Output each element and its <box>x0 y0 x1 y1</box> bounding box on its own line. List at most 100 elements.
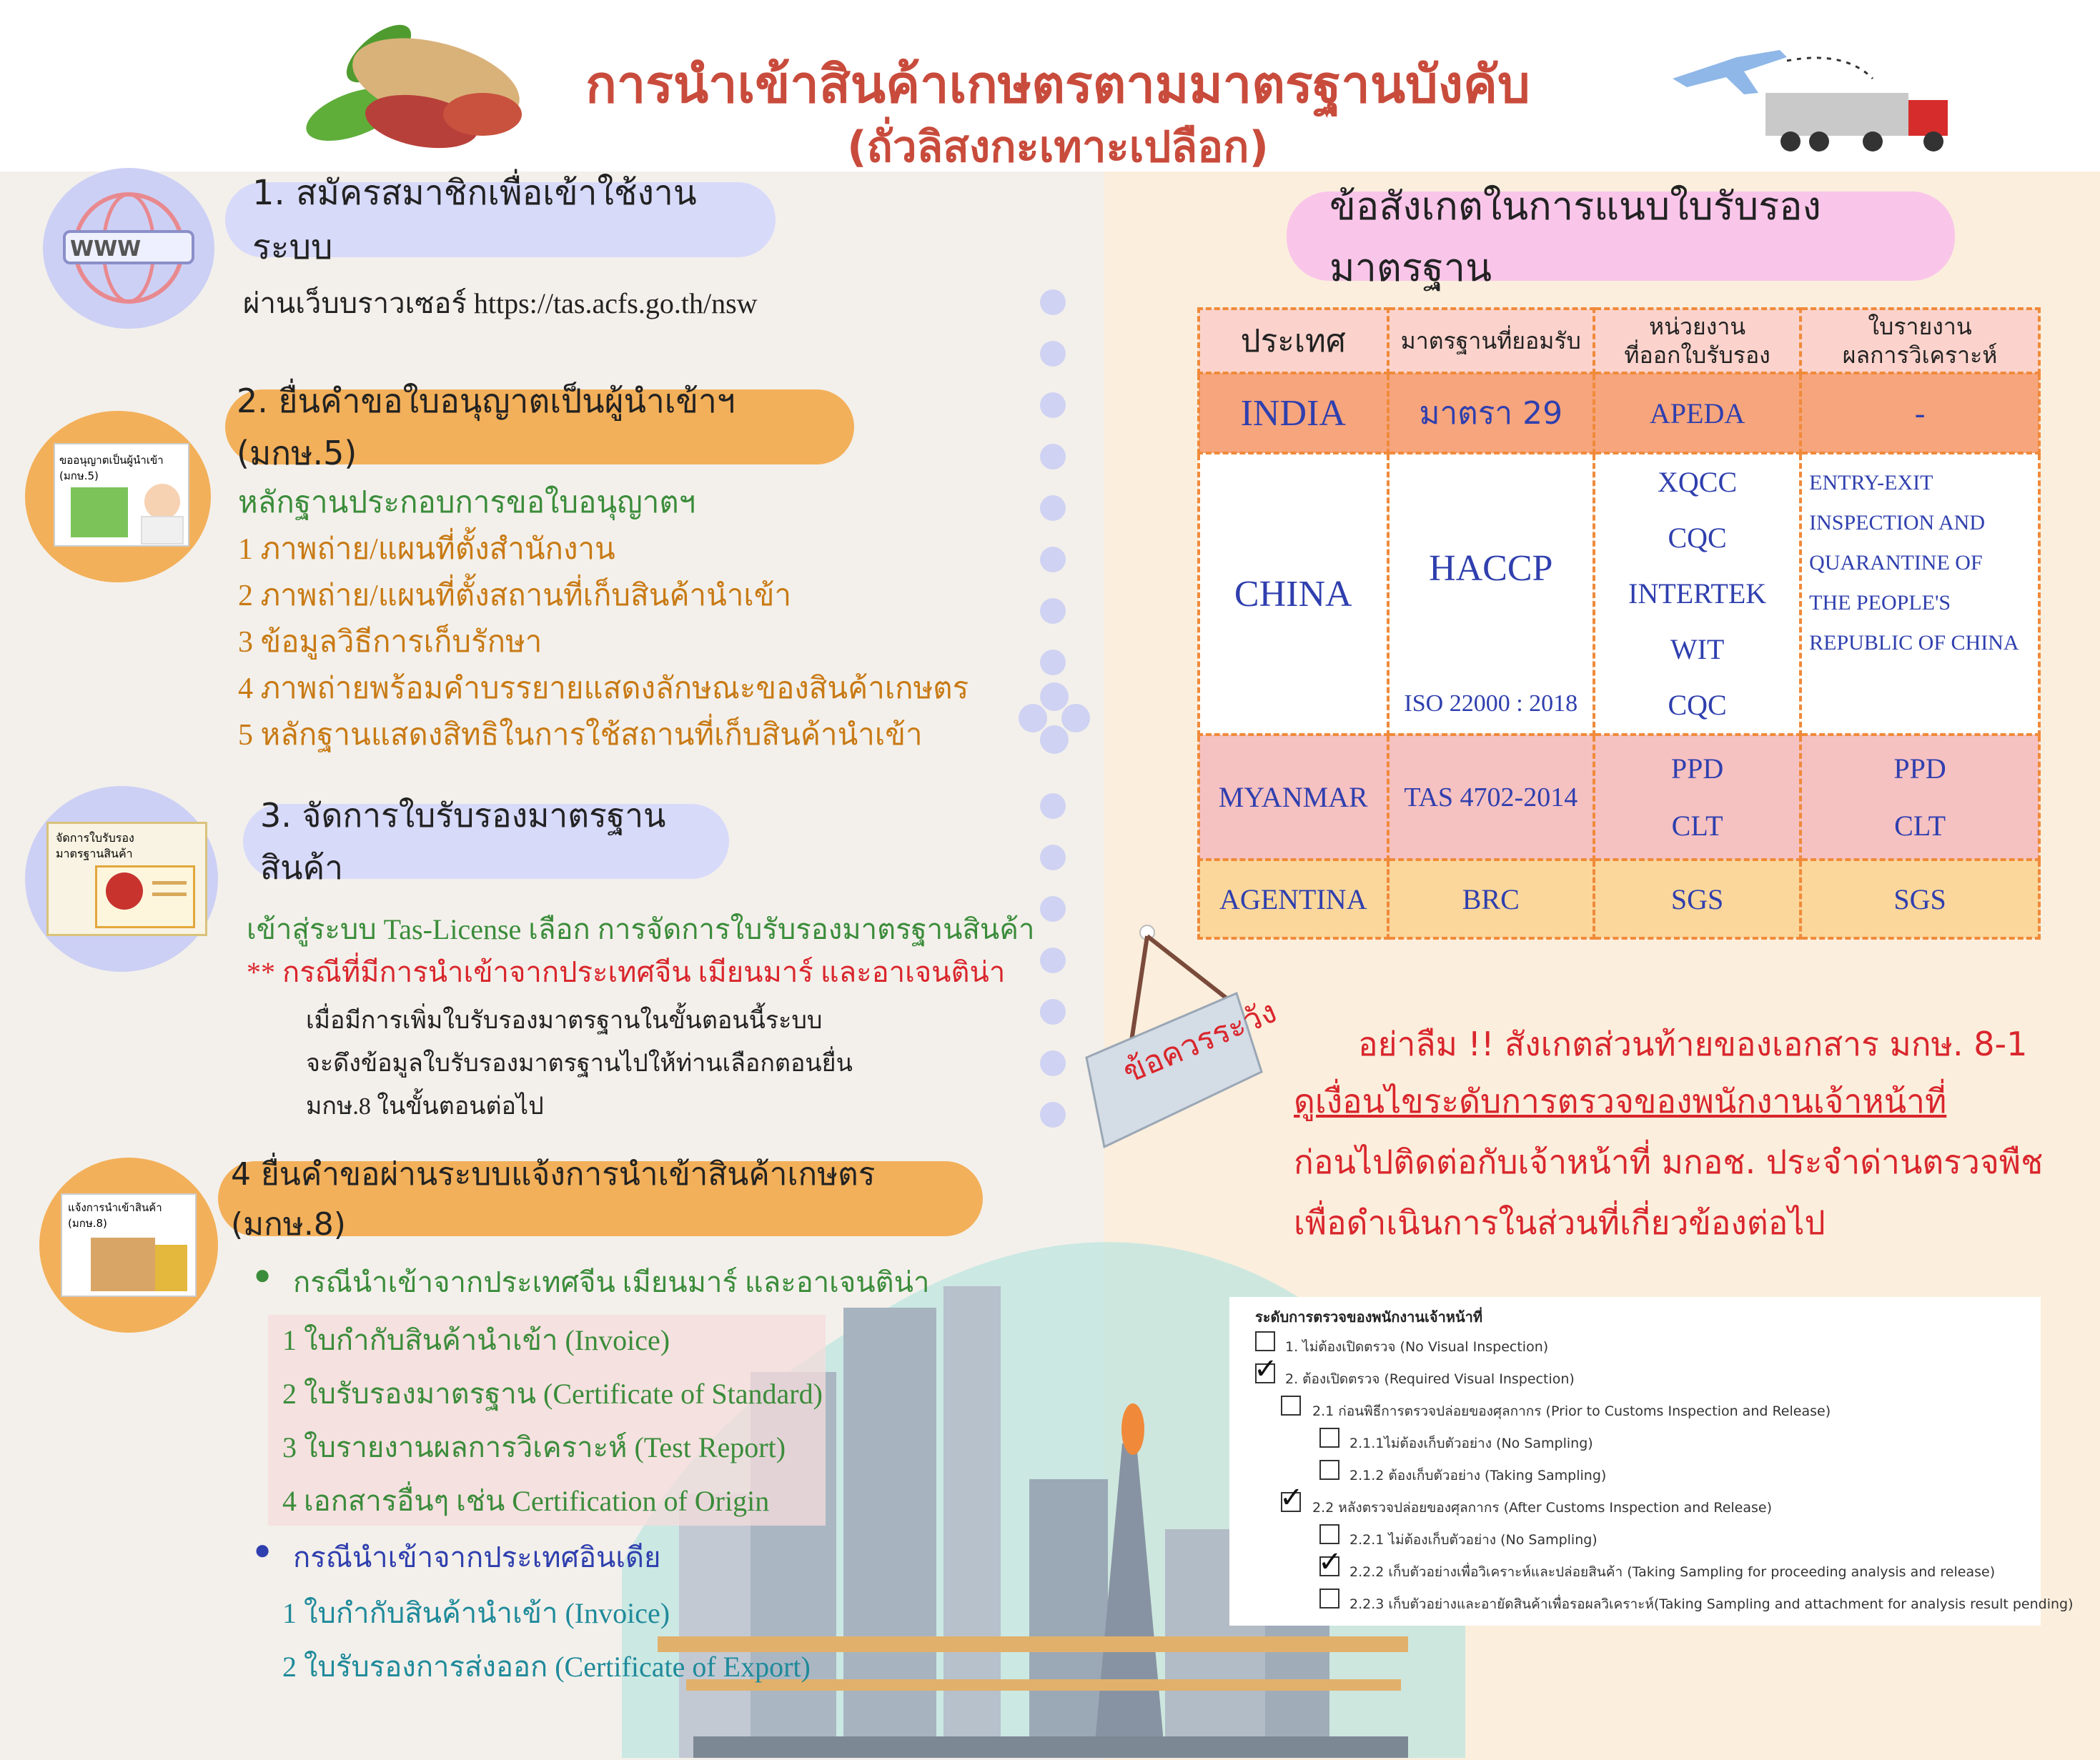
cell-agency: APEDA <box>1593 372 1803 454</box>
cell-standard: BRC <box>1386 858 1596 940</box>
cell-agency: SGS <box>1593 858 1803 940</box>
divider-dot <box>1040 999 1066 1025</box>
divider-dot <box>1040 650 1066 675</box>
step4-title: 4 ยื่นคำขอผ่านระบบแจ้งการนำเข้าสินค้าเกษ… <box>218 1156 983 1243</box>
caution-line4: เพื่อดำเนินการในส่วนที่เกี่ยวข้องต่อไป <box>1294 1203 1826 1242</box>
step2-item-5: 5 หลักฐานแสดงสิทธิในการใช้สถานที่เก็บสิน… <box>238 719 923 752</box>
checkbox[interactable] <box>1319 1556 1339 1576</box>
case2-item-1: 1 ใบกำกับสินค้านำเข้า (Invoice) <box>282 1597 670 1629</box>
case2-bullet: ● <box>254 1533 272 1566</box>
divider-dot <box>1040 547 1066 572</box>
inspection-option: 2.2.3 เก็บตัวอย่างและอายัดสินค้าเพื่อรอผ… <box>1349 1596 2074 1612</box>
inspection-option: 2.2.2 เก็บตัวอย่างเพื่อวิเคราะห์และปล่อย… <box>1349 1564 1996 1580</box>
cell-country: CHINA <box>1197 452 1390 736</box>
checkmark-icon: ✓ <box>1279 1481 1304 1514</box>
cell-country: MYANMAR <box>1197 733 1390 861</box>
airplane-truck-icon <box>1673 50 1948 151</box>
divider-dot <box>1040 495 1066 521</box>
case1-item-4: 4 เอกสารอื่นๆ เช่น Certification of Orig… <box>282 1485 770 1517</box>
caution-line1: อย่าลืม !! สังเกตส่วนท้ายของเอกสาร มกษ. … <box>1358 1025 2028 1063</box>
divider-dot <box>1040 1102 1066 1128</box>
inspection-title: ระดับการตรวจของพนักงานเจ้าหน้าที่ <box>1255 1308 1483 1326</box>
case1-item-1: 1 ใบกำกับสินค้านำเข้า (Invoice) <box>282 1324 670 1356</box>
cell-agency: PPD CLT <box>1593 733 1803 861</box>
case2-item-2: 2 ใบรับรองการส่งออก (Certificate of Expo… <box>282 1651 811 1683</box>
step3-title: 3. จัดการใบรับรองมาตรฐานสินค้า <box>243 796 729 887</box>
divider-dot <box>1040 896 1066 922</box>
peanut-icon <box>306 24 522 149</box>
checkbox[interactable] <box>1319 1589 1339 1609</box>
inspection-option: 2.2.1 ไม่ต้องเก็บตัวอย่าง (No Sampling) <box>1349 1532 1598 1548</box>
table-row-china: CHINA HACCP ISO 22000 : 2018 XQCC CQC IN… <box>1197 452 2041 736</box>
import-notice-icon: แจ้งการนำเข้าสินค้า (มกษ.8) <box>61 1193 197 1297</box>
checkmark-icon: ✓ <box>1318 1546 1342 1578</box>
checkbox[interactable] <box>1255 1331 1275 1351</box>
inspection-option: 1. ไม่ต้องเปิดตรวจ (No Visual Inspection… <box>1285 1339 1549 1355</box>
case1-title: กรณีนำเข้าจากประเทศจีน เมียนมาร์ และอาเจ… <box>293 1266 930 1298</box>
step3-note-1: เมื่อมีการเพิ่มใบรับรองมาตรฐานในขั้นตอนน… <box>306 1008 823 1034</box>
caution-line2: ดูเงื่อนไขระดับการตรวจของพนักงานเจ้าหน้า… <box>1294 1082 1947 1120</box>
www-label: WWW <box>70 237 142 262</box>
table-row-india: INDIA มาตรา 29 APEDA - <box>1197 372 2041 454</box>
step2-title: 2. ยื่นคำขอใบอนุญาตเป็นผู้นำเข้าฯ (มกษ.5… <box>225 382 854 472</box>
header-country: ประเทศ <box>1197 307 1390 374</box>
cell-standard: มาตรา 29 <box>1386 372 1596 454</box>
page-title: การนำเข้าสินค้าเกษตรตามมาตรฐานบังคับ <box>585 54 1530 114</box>
step3-note-3: มกษ.8 ในขั้นตอนต่อไป <box>306 1093 544 1120</box>
divider-dot <box>1040 392 1066 418</box>
notes-panel-title: ข้อสังเกตในการแนบใบรับรองมาตรฐาน <box>1287 184 1955 290</box>
cell-report: - <box>1799 372 2041 454</box>
divider-dot <box>1040 341 1066 367</box>
caution-line3: ก่อนไปติดต่อกับเจ้าหน้าที่ มกอช. ประจำด่… <box>1294 1143 2044 1181</box>
step3-note-2: จะดึงข้อมูลใบรับรองมาตรฐานไปให้ท่านเลือก… <box>306 1050 853 1077</box>
checkbox[interactable] <box>1319 1524 1339 1544</box>
case1-bullet: ● <box>254 1258 272 1291</box>
cell-report: ENTRY-EXIT INSPECTION AND QUARANTINE OF … <box>1799 452 2041 736</box>
step2-item-1: 1 ภาพถ่าย/แผนที่ตั้งสำนักงาน <box>238 533 615 566</box>
step2-item-4: 4 ภาพถ่ายพร้อมคำบรรยายแสดงลักษณะของสินค้… <box>238 672 969 705</box>
divider-dot <box>1040 1050 1066 1076</box>
globe-www-icon <box>63 192 194 304</box>
caution-sign-icon <box>1085 925 1263 1149</box>
step3-line1: เข้าสู่ระบบ Tas-License เลือก การจัดการใ… <box>247 913 1035 945</box>
divider-dot <box>1040 845 1066 870</box>
checkbox[interactable] <box>1319 1428 1339 1448</box>
header-standard: มาตรฐานที่ยอมรับ <box>1386 307 1596 374</box>
case1-item-3: 3 ใบรายงานผลการวิเคราะห์ (Test Report) <box>282 1431 786 1463</box>
checkbox[interactable] <box>1255 1363 1275 1383</box>
header-report: ใบรายงาน ผลการวิเคราะห์ <box>1799 307 2041 374</box>
cell-report: PPD CLT <box>1799 733 2041 861</box>
divider-dot <box>1040 289 1066 315</box>
header-agency: หน่วยงาน ที่ออกใบรับรอง <box>1593 307 1803 374</box>
checkbox[interactable] <box>1319 1460 1339 1480</box>
step2-item-2: 2 ภาพถ่าย/แผนที่ตั้งสถานที่เก็บสินค้านำเ… <box>238 580 792 612</box>
checkmark-icon: ✓ <box>1254 1353 1278 1386</box>
table-row-myanmar: MYANMAR TAS 4702-2014 PPD CLT PPD CLT <box>1197 733 2041 861</box>
step2-item-3: 3 ข้อมูลวิธีการเก็บรักษา <box>238 626 543 659</box>
flower-divider-icon <box>1019 682 1090 754</box>
inspection-checklist: ระดับการตรวจของพนักงานเจ้าหน้าที่ 1. ไม่… <box>1229 1297 2074 1626</box>
step1-desc[interactable]: ผ่านเว็บบราวเซอร์ https://tas.acfs.go.th… <box>243 287 758 319</box>
divider-dot <box>1040 793 1066 819</box>
import-license-icon: ขออนุญาตเป็นผู้นำเข้า (มกษ.5) <box>54 443 189 547</box>
factory-illustration <box>622 1242 1465 1758</box>
inspection-option: 2.1 ก่อนพิธีการตรวจปล่อยของศุลกากร (Prio… <box>1312 1403 1831 1419</box>
inspection-option: 2.2 หลังตรวจปล่อยของศุลกากร (After Custo… <box>1312 1500 1773 1516</box>
page-subtitle: (ถั่วลิสงกะเทาะเปลือก) <box>847 122 1269 172</box>
table-row-argentina: AGENTINA BRC SGS SGS <box>1197 858 2041 940</box>
cell-country: AGENTINA <box>1197 858 1390 940</box>
inspection-option: 2.1.1ไม่ต้องเก็บตัวอย่าง (No Sampling) <box>1349 1436 1593 1451</box>
case2-title: กรณีนำเข้าจากประเทศอินเดีย <box>293 1541 661 1573</box>
case1-item-2: 2 ใบรับรองมาตรฐาน (Certificate of Standa… <box>282 1378 823 1410</box>
cell-report: SGS <box>1799 858 2041 940</box>
cell-standard: TAS 4702-2014 <box>1386 733 1596 861</box>
cell-country: INDIA <box>1197 372 1390 454</box>
case1-highlight <box>268 1315 826 1526</box>
standards-table: ประเทศ มาตรฐานที่ยอมรับ หน่วยงาน ที่ออกใ… <box>1197 307 2041 940</box>
certificate-icon: จัดการใบรับรอง มาตรฐานสินค้า <box>46 822 207 936</box>
divider-dot <box>1040 598 1066 624</box>
step1-title: 1. สมัครสมาชิกเพื่อเข้าใช้งานระบบ <box>225 173 776 267</box>
checkbox[interactable] <box>1281 1492 1301 1512</box>
divider-dot <box>1040 444 1066 469</box>
checkbox[interactable] <box>1281 1396 1301 1416</box>
